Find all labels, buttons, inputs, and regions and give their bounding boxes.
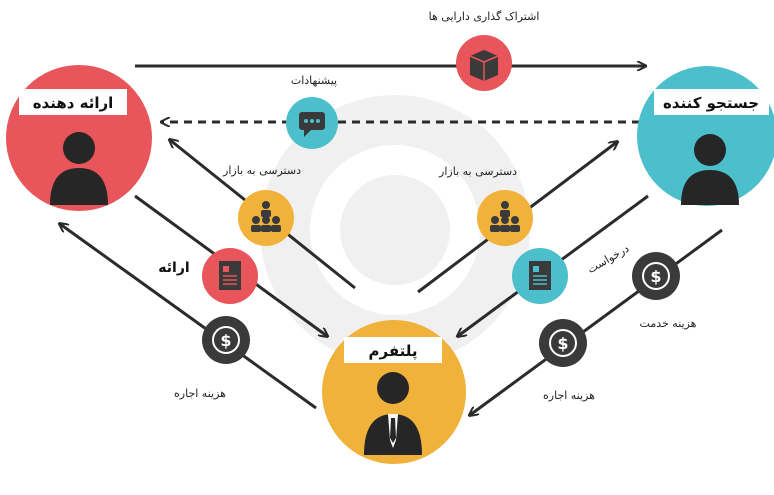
- service-fee-badge: $: [632, 252, 680, 300]
- seeker-node: جستجو کننده: [637, 66, 774, 206]
- dollar-icon: $: [212, 326, 240, 354]
- businessman-icon: [364, 372, 422, 455]
- document-icon: [219, 261, 241, 290]
- rent-fee-left-badge: $: [202, 316, 250, 364]
- service-fee-arrow: [470, 228, 723, 415]
- background-ornament: [260, 95, 530, 365]
- dollar-icon: $: [642, 262, 670, 290]
- rent-fee-left-label: هزینه اجاره: [174, 387, 226, 400]
- person-icon: [681, 134, 739, 205]
- rent-fee-right-label: هزینه اجاره: [543, 389, 595, 402]
- request-label: درخواست: [585, 242, 631, 276]
- request-badge: [512, 248, 568, 304]
- dollar-icon: $: [549, 329, 577, 357]
- svg-text:$: $: [650, 267, 661, 286]
- seeker-label-box: [654, 89, 769, 115]
- market-access-left-badge: [238, 190, 294, 246]
- offers-label: پیشنهادات: [291, 74, 337, 87]
- service-fee-label: هزینه خدمت: [640, 317, 697, 330]
- provider-label: ارائه دهنده: [33, 94, 114, 112]
- provider-label-box: [19, 89, 127, 115]
- asset-sharing-label: اشتراک گذاری دارایی ها: [429, 10, 540, 23]
- asset-sharing-badge: [456, 35, 512, 91]
- offer-label: ارائه: [158, 260, 189, 276]
- group-icon: [251, 201, 281, 232]
- seeker-label: جستجو کننده: [663, 94, 759, 112]
- group-icon: [490, 201, 520, 232]
- svg-text:$: $: [220, 331, 231, 350]
- person-icon: [50, 132, 108, 205]
- market-access-right-badge: [477, 190, 533, 246]
- rent-fee-right-badge: $: [539, 319, 587, 367]
- market-access-right-label: دسترسی به بازار: [438, 165, 517, 178]
- platform-label-box: [344, 337, 442, 363]
- rent-fee-left-arrow: [60, 224, 317, 410]
- platform-label: پلتفرم: [369, 342, 418, 361]
- provider-node: ارائه دهنده: [6, 65, 152, 211]
- svg-text:$: $: [557, 334, 568, 353]
- offers-badge: [286, 97, 338, 149]
- chat-bubble-icon: [299, 112, 325, 137]
- offer-badge: [202, 248, 258, 304]
- box-icon: [469, 50, 499, 81]
- document-icon: [529, 261, 551, 290]
- market-access-left-label: دسترسی به بازار: [222, 164, 301, 177]
- platform-node: پلتفرم: [322, 320, 466, 464]
